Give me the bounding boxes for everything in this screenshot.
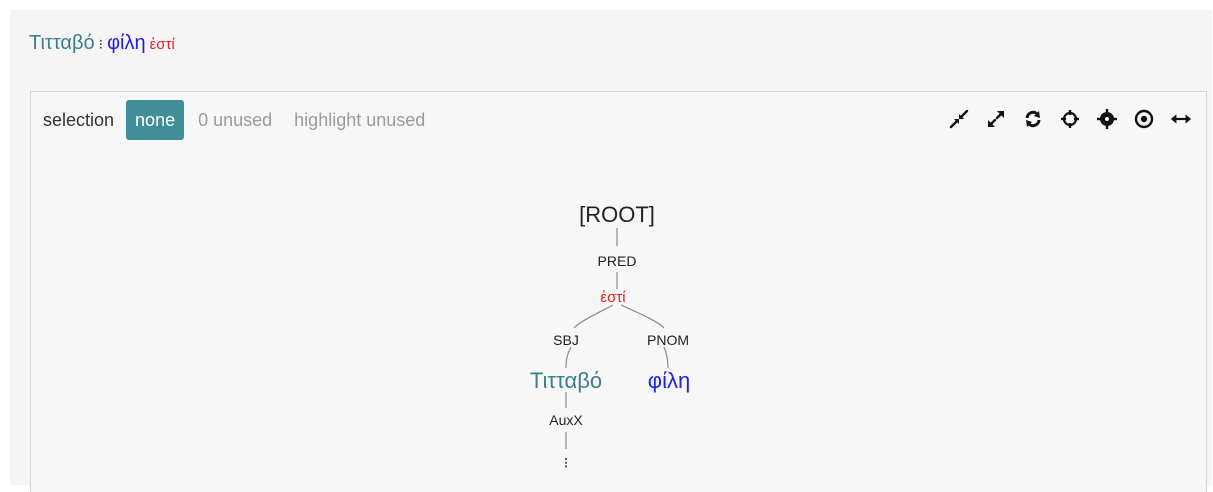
select-none-button[interactable]: none <box>126 100 185 140</box>
tree-node-phile[interactable]: φίλη <box>648 368 690 393</box>
dependency-tree: [ROOT] PRED ἐστί SBJ PNOM Τιτταβό φίλη A… <box>530 202 690 472</box>
edge-verb-pnom <box>620 304 665 329</box>
sentence-word-separator[interactable]: ⁝ <box>98 36 104 52</box>
tree-node-esti[interactable]: ἐστί <box>600 289 626 306</box>
arrows-h-icon[interactable] <box>1170 108 1192 130</box>
tree-node-root[interactable]: [ROOT] <box>579 202 655 227</box>
tree-node-tittabo[interactable]: Τιτταβό <box>530 368 602 393</box>
tree-panel: selection none 0 unused highlight unused <box>30 91 1207 492</box>
expand-icon[interactable] <box>985 108 1007 130</box>
dot-circle-icon[interactable] <box>1133 108 1155 130</box>
tree-label-pred[interactable]: PRED <box>598 253 637 269</box>
tree-label-pnom[interactable]: PNOM <box>647 332 689 348</box>
refresh-icon[interactable] <box>1022 108 1044 130</box>
selection-label: selection <box>43 109 115 130</box>
unused-count: 0 unused <box>198 109 273 130</box>
edge-verb-sbj <box>573 304 614 329</box>
tree-node-punctuation[interactable]: ⁝ <box>564 455 569 472</box>
edge-pnom-word <box>663 346 669 369</box>
tree-label-auxx[interactable]: AuxX <box>549 412 583 428</box>
tree-label-sbj[interactable]: SBJ <box>553 332 579 348</box>
compress-icon[interactable] <box>948 108 970 130</box>
sentence-word-esti[interactable]: ἐστί <box>149 36 175 53</box>
selection-toolbar: selection none 0 unused highlight unused <box>43 100 426 140</box>
sentence-word-tittabo[interactable]: Τιτταβό <box>29 32 95 54</box>
highlight-unused-button[interactable]: highlight unused <box>294 109 426 130</box>
edge-sbj-subject <box>565 346 572 369</box>
bullseye-icon[interactable] <box>1096 108 1118 130</box>
tree-tools <box>933 108 1192 130</box>
crosshairs-icon[interactable] <box>1059 108 1081 130</box>
sentence-word-phile[interactable]: φίλη <box>107 32 146 54</box>
